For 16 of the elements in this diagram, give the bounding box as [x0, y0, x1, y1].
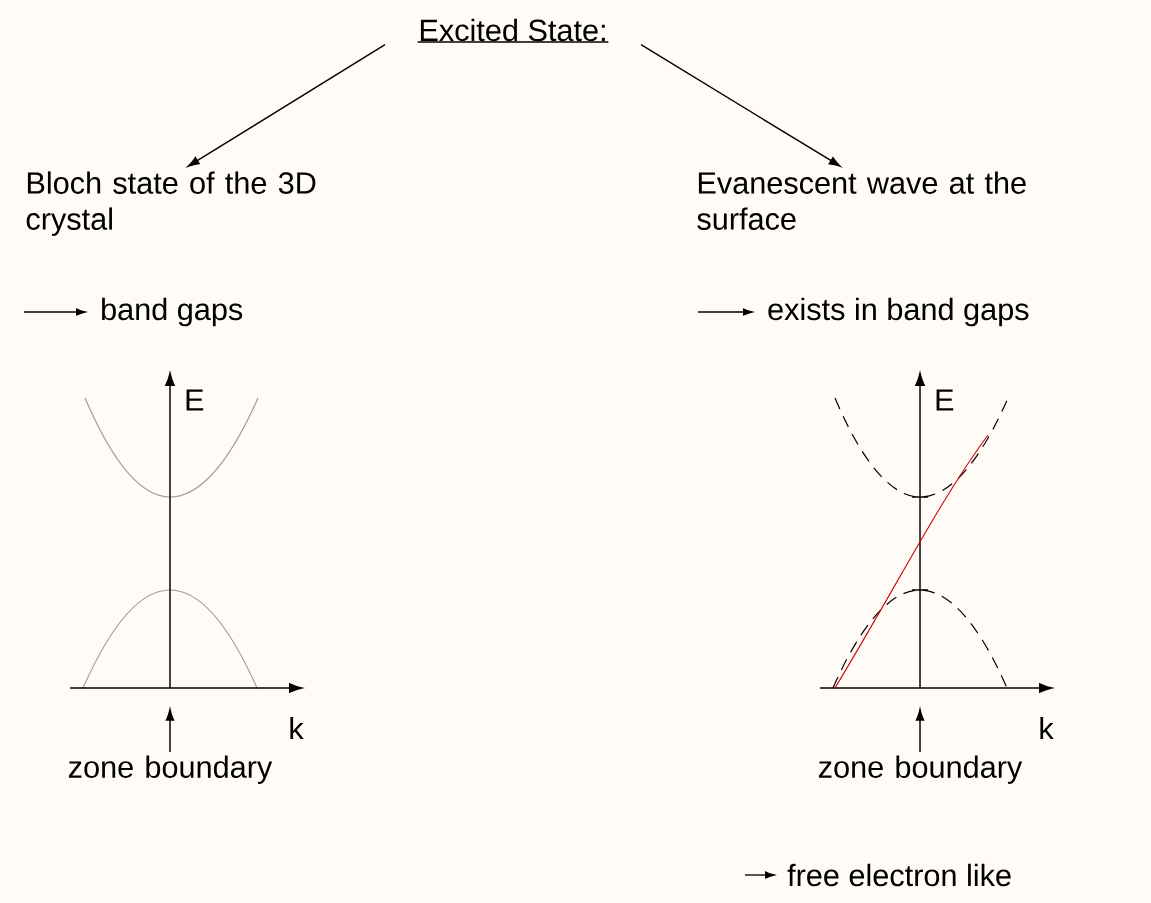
note-text: band gaps	[102, 297, 243, 327]
description-text: Evanescent wave at the surface	[697, 171, 1026, 230]
note-text: exists in band gaps	[768, 297, 1029, 327]
axis-caption: zone boundary	[818, 755, 1023, 784]
arrow	[640, 43, 841, 167]
leader-arrow	[165, 708, 175, 753]
axis-caption: zone boundary	[68, 755, 273, 784]
axis-label: k	[1040, 716, 1054, 740]
heading: Excited State:	[417, 18, 609, 43]
axis-label: E	[186, 389, 204, 411]
description-text: Bloch state of the 3D crystal	[26, 171, 316, 236]
leader-arrow	[915, 708, 925, 753]
arrow	[187, 43, 386, 167]
axis-label: k	[290, 716, 304, 740]
note-text: free electron like	[787, 863, 1011, 887]
axis-label: E	[936, 389, 954, 411]
